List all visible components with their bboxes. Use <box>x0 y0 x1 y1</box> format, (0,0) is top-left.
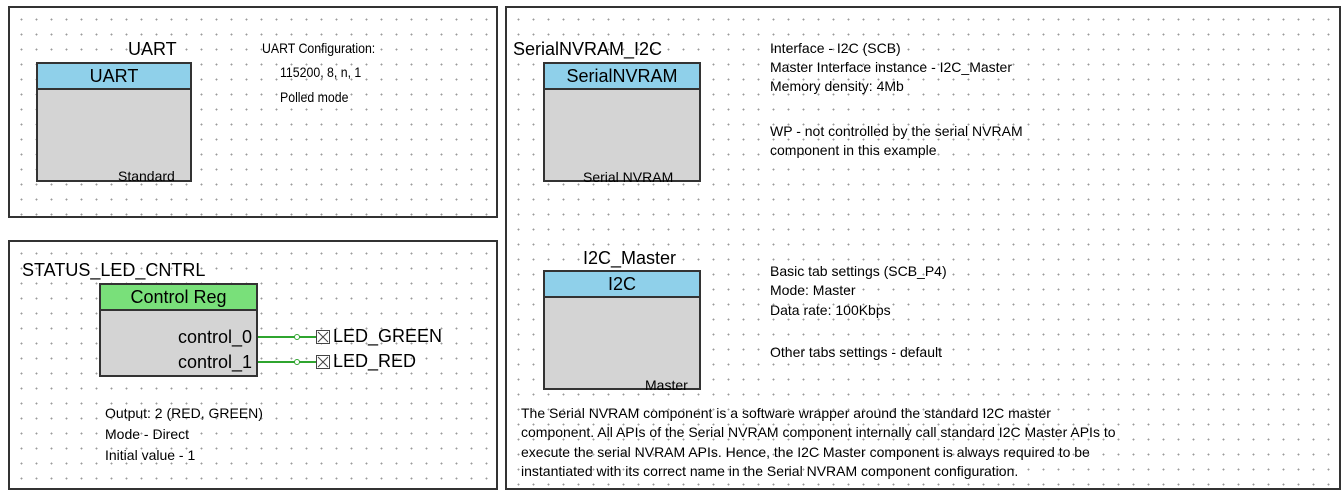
wire-control-1 <box>258 361 316 363</box>
status-note-line: Mode - Direct <box>105 426 190 442</box>
port-label-led-red: LED_RED <box>333 351 417 371</box>
port-label-led-green: LED_GREEN <box>333 326 443 346</box>
description-line: execute the serial NVRAM APIs. Hence, th… <box>521 444 1090 460</box>
nvram-note-line: component in this example <box>770 142 937 158</box>
serial-nvram-title: SerialNVRAM <box>545 64 699 90</box>
i2c-note-line: Mode: Master <box>770 282 856 298</box>
status-note-line: Initial value - 1 <box>105 447 196 463</box>
nvram-note-line: Master Interface instance - I2C_Master <box>770 59 1012 75</box>
uart-panel: UART UART Standard UART Configuration: 1… <box>8 6 498 218</box>
serial-nvram-component[interactable]: SerialNVRAM <box>543 62 701 182</box>
status-led-panel: STATUS_LED_CNTRL Control Reg control_0 c… <box>8 240 498 490</box>
i2c-note-line: Basic tab settings (SCB_P4) <box>770 263 947 279</box>
status-note-line: Output: 2 (RED, GREEN) <box>105 405 263 421</box>
nvram-panel: SerialNVRAM_I2C SerialNVRAM Serial NVRAM… <box>505 6 1341 490</box>
control-reg-title: Control Reg <box>101 285 256 311</box>
i2c-component-footer: Master <box>645 377 688 393</box>
pin-label-control-1: control_1 <box>177 352 252 372</box>
nvram-note-line: Interface - I2C (SCB) <box>770 40 901 56</box>
wire-junction-dot <box>294 334 300 340</box>
uart-note-line: UART Configuration: <box>262 40 376 56</box>
i2c-note-line: Data rate: 100Kbps <box>770 302 891 318</box>
nvram-component-footer: Serial NVRAM <box>583 169 674 185</box>
port-x-icon[interactable] <box>316 355 330 369</box>
uart-note-line: Polled mode <box>280 89 349 105</box>
uart-note-line: 115200, 8, n, 1 <box>280 64 362 80</box>
pin-label-control-0: control_0 <box>177 327 252 347</box>
uart-component-footer: Standard <box>118 168 175 184</box>
nvram-instance-name: SerialNVRAM_I2C <box>513 39 663 59</box>
nvram-note-line: WP - not controlled by the serial NVRAM <box>770 123 1023 139</box>
i2c-master-component[interactable]: I2C <box>543 270 701 390</box>
uart-instance-name: UART <box>128 39 177 59</box>
uart-component-title: UART <box>38 64 190 90</box>
description-line: instantiated with its correct name in th… <box>521 463 1019 479</box>
nvram-note-line: Memory density: 4Mb <box>770 78 904 94</box>
port-x-icon[interactable] <box>316 330 330 344</box>
i2c-title: I2C <box>545 272 699 298</box>
wire-junction-dot <box>294 359 300 365</box>
uart-component[interactable]: UART <box>36 62 192 182</box>
i2c-note-line: Other tabs settings - default <box>770 344 942 360</box>
description-line: The Serial NVRAM component is a software… <box>521 405 1051 421</box>
status-instance-name: STATUS_LED_CNTRL <box>22 260 206 280</box>
wire-control-0 <box>258 336 316 338</box>
description-line: component. All APIs of the Serial NVRAM … <box>521 424 1116 440</box>
control-reg-component[interactable]: Control Reg control_0 control_1 <box>99 283 258 377</box>
i2c-instance-name: I2C_Master <box>583 248 677 268</box>
